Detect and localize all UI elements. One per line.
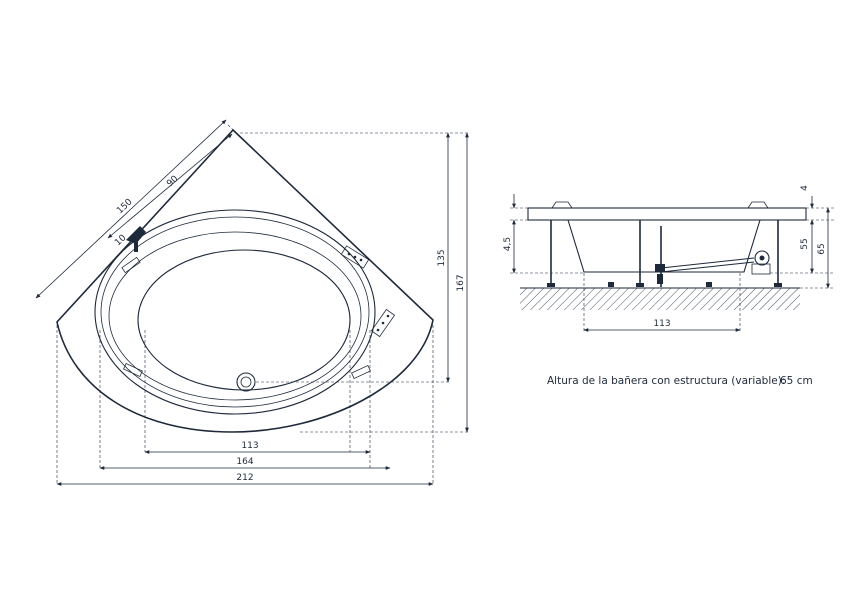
tub-outline: [56, 128, 434, 433]
dim-label-height-total: 167: [456, 274, 466, 291]
dim-label-elev-65: 65: [817, 243, 827, 254]
handle-bottom-right: [351, 364, 371, 380]
handle-left: [121, 256, 141, 274]
dim-line-diag-outer: [35, 119, 227, 299]
pump-icon: [655, 250, 771, 284]
basin: [137, 249, 351, 391]
elevation-view: 4,5 4 55 65 113: [503, 185, 834, 333]
rim-outer: [94, 209, 376, 415]
dim-label-elev-rim: 4: [800, 185, 810, 191]
elevation-rim: [527, 207, 807, 221]
dim-label-diag-inner: 90: [165, 174, 180, 189]
seat-ring: [108, 231, 362, 401]
dim-label-height-inner: 135: [437, 249, 447, 266]
extension-lines: [56, 124, 470, 484]
dim-label-elev-left: 4,5: [503, 237, 513, 251]
handle-bottom-left: [123, 362, 143, 378]
dim-label-elev-base: 113: [653, 319, 670, 329]
jet-control-icon: [340, 245, 396, 338]
support-legs: [547, 220, 782, 287]
dim-label-rim-width: 164: [236, 457, 253, 467]
floor-hatch: [520, 288, 800, 310]
dim-label-elev-55: 55: [800, 238, 810, 249]
height-note-label: Altura de la bañera con estructura (vari…: [547, 375, 785, 387]
dim-label-inner-width: 113: [241, 441, 258, 451]
dim-line-diag-inner: [107, 133, 233, 239]
dim-label-diag-outer: 150: [115, 197, 135, 216]
rim-inner: [100, 216, 370, 408]
drain-icon: [236, 372, 256, 392]
plan-view: 150 90 10 113 164 212 135 167: [35, 119, 470, 486]
faucet-icon: [126, 226, 146, 252]
dim-label-total-width: 212: [236, 473, 253, 483]
height-note-value: 65 cm: [780, 375, 813, 387]
